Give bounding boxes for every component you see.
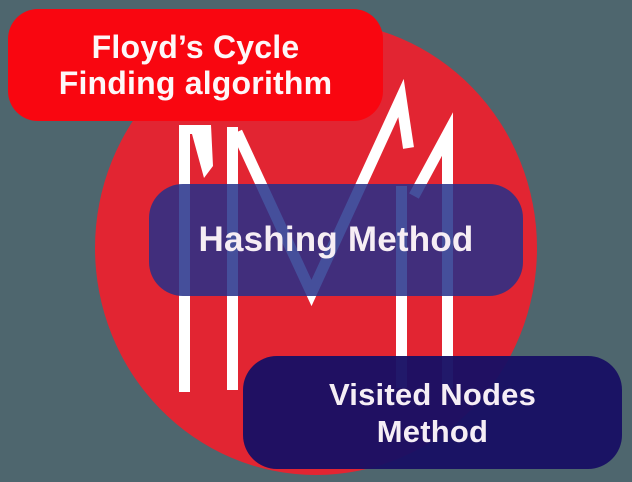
label-hashing-method: Hashing Method [149, 184, 523, 296]
logo-second-peak-right-leg [409, 112, 453, 388]
label-visited-nodes-method: Visited Nodes Method [243, 356, 622, 469]
label-visited-line2: Method [376, 413, 489, 449]
label-floyds-cycle-finding-algorithm: Floyd’s Cycle Finding algorithm [8, 9, 383, 121]
label-floyd-text: Floyd’s Cycle Finding algorithm [59, 29, 333, 101]
label-floyd-line1: Floyd’s Cycle [91, 29, 300, 65]
label-hashing-text: Hashing Method [198, 220, 474, 259]
label-floyd-line2: Finding algorithm [58, 65, 333, 101]
label-visited-text: Visited Nodes Method [329, 376, 536, 450]
label-visited-line1: Visited Nodes [328, 376, 537, 412]
